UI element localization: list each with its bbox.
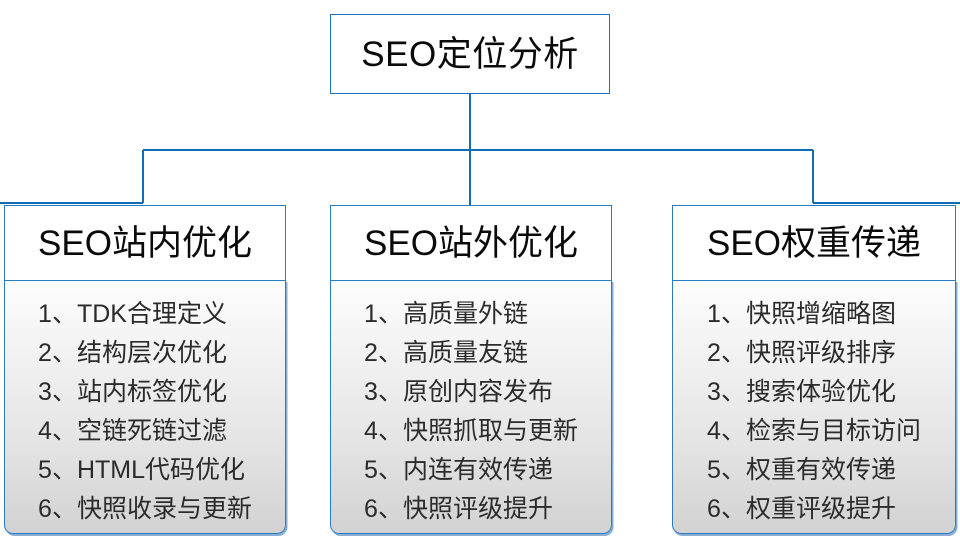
- branch-list-panel-1: 1、TDK合理定义 2、结构层次优化 3、站内标签优化 4、空链死链过滤 5、H…: [4, 280, 286, 534]
- list-item: 4、快照抓取与更新: [364, 417, 578, 445]
- list-item: 3、搜索体验优化: [707, 378, 896, 406]
- list-item: 5、HTML代码优化: [38, 456, 246, 484]
- branch-header-label-2: SEO站外优化: [364, 223, 578, 263]
- root-node[interactable]: SEO定位分析: [330, 14, 610, 94]
- list-item: 6、快照收录与更新: [38, 495, 252, 523]
- branch-header-2[interactable]: SEO站外优化: [330, 205, 612, 281]
- list-item: 6、快照评级提升: [364, 495, 553, 523]
- branch-header-label-1: SEO站内优化: [38, 223, 252, 263]
- branch-header-label-3: SEO权重传递: [707, 223, 921, 263]
- list-item: 2、快照评级排序: [707, 339, 896, 367]
- list-item: 6、权重评级提升: [707, 495, 896, 523]
- list-item: 3、原创内容发布: [364, 378, 553, 406]
- list-item: 3、站内标签优化: [38, 378, 227, 406]
- branch-header-3[interactable]: SEO权重传递: [672, 205, 956, 281]
- list-item: 1、TDK合理定义: [38, 300, 227, 328]
- list-item: 5、权重有效传递: [707, 456, 896, 484]
- branch-column-3: SEO权重传递 1、快照增缩略图 2、快照评级排序 3、搜索体验优化 4、检索与…: [672, 205, 956, 534]
- list-item: 1、快照增缩略图: [707, 300, 896, 328]
- list-item: 1、高质量外链: [364, 300, 528, 328]
- list-item: 4、空链死链过滤: [38, 417, 227, 445]
- list-item: 5、内连有效传递: [364, 456, 553, 484]
- branch-list-panel-2: 1、高质量外链 2、高质量友链 3、原创内容发布 4、快照抓取与更新 5、内连有…: [330, 280, 612, 534]
- list-item: 2、高质量友链: [364, 339, 528, 367]
- list-item: 2、结构层次优化: [38, 339, 227, 367]
- list-item: 4、检索与目标访问: [707, 417, 921, 445]
- root-node-label: SEO定位分析: [361, 34, 579, 74]
- branch-list-panel-3: 1、快照增缩略图 2、快照评级排序 3、搜索体验优化 4、检索与目标访问 5、权…: [672, 280, 956, 534]
- branch-header-1[interactable]: SEO站内优化: [4, 205, 286, 281]
- branch-column-1: SEO站内优化 1、TDK合理定义 2、结构层次优化 3、站内标签优化 4、空链…: [4, 205, 286, 534]
- branch-column-2: SEO站外优化 1、高质量外链 2、高质量友链 3、原创内容发布 4、快照抓取与…: [330, 205, 612, 534]
